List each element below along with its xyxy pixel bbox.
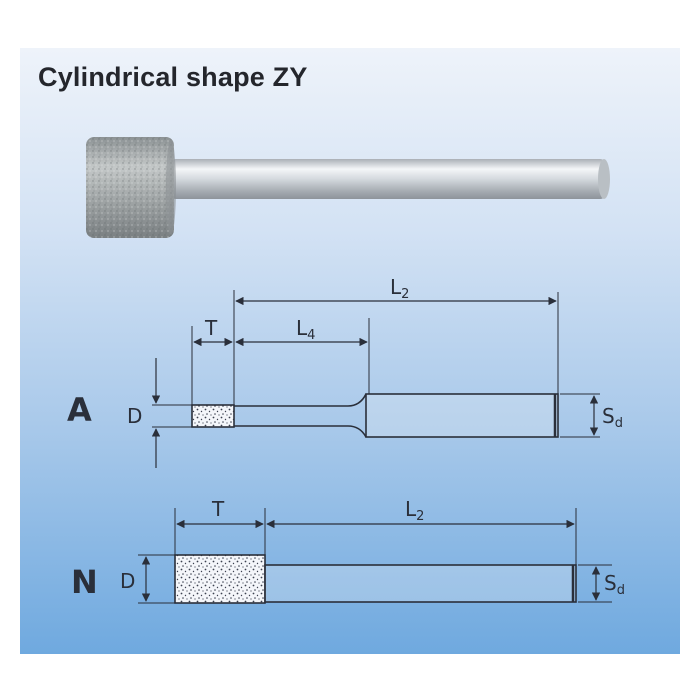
variant-n-drawing: [138, 508, 612, 604]
variant-a-drawing: [151, 290, 600, 468]
product-panel: Cylindrical shape ZY: [20, 48, 680, 654]
dim-a-L4-label: L4: [296, 316, 315, 343]
page-title: Cylindrical shape ZY: [38, 62, 308, 92]
variant-n-label: N: [71, 563, 98, 601]
tool-shank: [170, 159, 610, 199]
dim-a-T-label: T: [204, 316, 218, 340]
dim-a-L2-label: L2: [390, 275, 409, 302]
dim-n-S-label: Sd: [604, 571, 625, 598]
technical-drawing: A L2 L4 T D Sd: [67, 275, 625, 604]
dim-a-S-label: Sd: [602, 404, 623, 431]
variant-n-shank: [264, 564, 577, 603]
dim-n-D-label: D: [120, 569, 135, 593]
tool-grinding-head: [86, 137, 176, 238]
variant-n-head: [174, 554, 266, 604]
dim-a-D-label: D: [127, 404, 142, 428]
variant-a-shank: [365, 393, 559, 438]
variant-a-head: [191, 404, 235, 428]
variant-a-label: A: [67, 391, 92, 429]
dim-n-T-label: T: [211, 497, 225, 521]
dim-n-L2-label: L2: [405, 497, 424, 524]
tool-photo: [86, 137, 610, 238]
